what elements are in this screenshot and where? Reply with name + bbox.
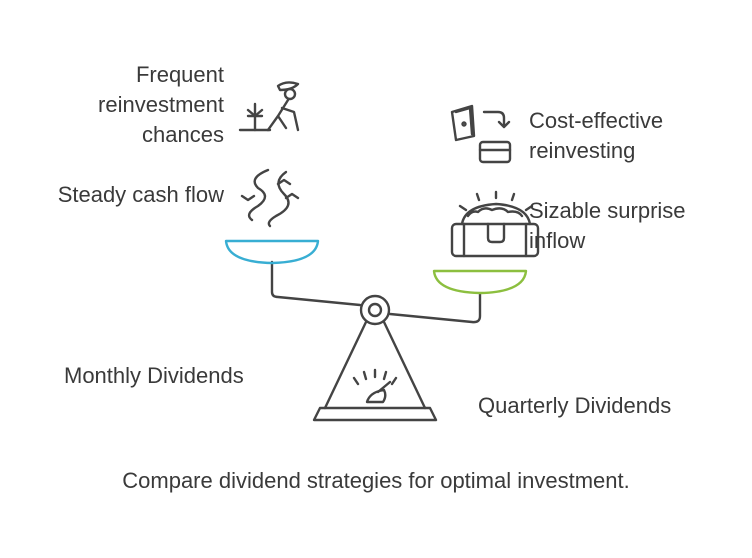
pivot-outer xyxy=(359,294,391,326)
monthly-dividends-title: Monthly Dividends xyxy=(64,363,244,388)
benefit-cost-effective-reinvesting: Cost-effective reinvesting xyxy=(529,108,664,163)
diagram-caption: Compare dividend strategies for optimal … xyxy=(122,468,630,493)
scale-beam-right xyxy=(388,292,482,324)
left-pan xyxy=(224,239,320,265)
wallet-reinvest-icon xyxy=(450,104,512,164)
benefit-frequent-reinvestment: Frequent reinvestment chances xyxy=(98,62,224,147)
treasure-chest-icon xyxy=(450,190,540,258)
scale-stand xyxy=(323,320,427,410)
farmer-planting-icon xyxy=(238,81,300,132)
pivot-inner xyxy=(367,302,383,318)
scale-beam xyxy=(270,260,362,307)
gauge-icon xyxy=(352,368,398,404)
quarterly-dividends-title: Quarterly Dividends xyxy=(478,393,672,418)
benefit-sizable-surprise-inflow: Sizable surprise inflow xyxy=(529,198,686,253)
benefit-steady-cash-flow: Steady cash flow xyxy=(57,182,224,207)
river-stream-icon xyxy=(240,168,300,228)
scale-base xyxy=(312,406,438,422)
right-pan xyxy=(432,269,528,295)
